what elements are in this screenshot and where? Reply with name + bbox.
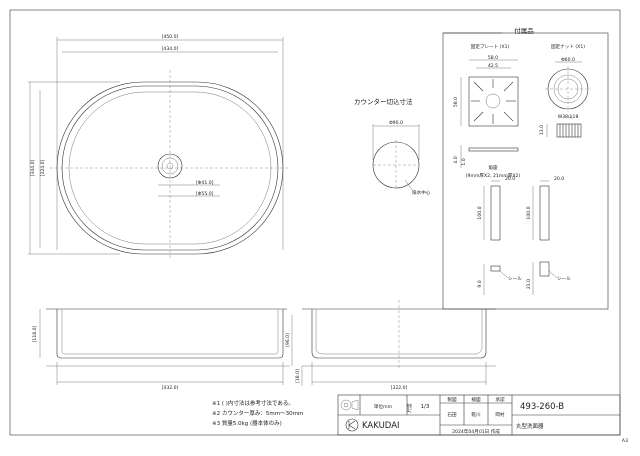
plate-label: 固定プレート (X1) bbox=[471, 43, 510, 50]
seal-label-2: シール bbox=[557, 277, 571, 282]
projection-symbol-icon bbox=[340, 399, 359, 411]
creation-date: 2024年04月01日 作成 bbox=[452, 428, 500, 435]
kakudai-logo-icon bbox=[345, 418, 359, 432]
side-view: [96.0] [18.0] [322.0] bbox=[285, 300, 496, 391]
pad-dim-thick-2: 21.0 bbox=[526, 279, 532, 289]
dim-drain-41: [Φ41.0] bbox=[196, 180, 214, 186]
pad-label: 角座 bbox=[488, 164, 498, 171]
dim-top-width-inner: [434.0] bbox=[162, 46, 179, 52]
counter-cut-diameter: Φ90.0 bbox=[389, 120, 403, 126]
plate-dim-hole: 42.5 bbox=[488, 63, 498, 69]
name-checking: 乾川 bbox=[471, 411, 481, 418]
note-2: ※2 カウンター厚み：5mm～30mm bbox=[212, 409, 303, 417]
pad-dim-thick-1: 9.0 bbox=[477, 280, 483, 287]
nut-dim-diameter: Φ60.0 bbox=[561, 57, 575, 63]
top-view: [450.0] [434.0] [344.0] [324.0] [Φ41.0] … bbox=[28, 34, 290, 260]
dim-top-depth-inner: [324.0] bbox=[40, 159, 46, 176]
accessories-box: 付属品 固定プレート (X1) 58.0 42.5 58.0 4.0 1.0 固… bbox=[442, 26, 609, 310]
scale-value: 1/3 bbox=[421, 404, 430, 410]
dim-side-depth: [96.0] bbox=[285, 333, 291, 347]
brand-name: KAKUDAI bbox=[362, 421, 400, 431]
pad-dim-width-1: 20.0 bbox=[505, 176, 515, 182]
product-name: 丸型洗面器 bbox=[516, 422, 544, 430]
notes: ※1 ( )内寸法は参考寸法である。 ※2 カウンター厚み：5mm～30mm ※… bbox=[212, 399, 303, 427]
dim-front-height: [118.0] bbox=[32, 325, 38, 342]
drawing-frame bbox=[9, 9, 621, 436]
name-drafting: 石田 bbox=[447, 412, 457, 418]
dim-drain-55: [Φ55.0] bbox=[196, 191, 214, 197]
accessories-title: 付属品 bbox=[514, 26, 534, 35]
counter-cut-title: カウンター切込寸法 bbox=[354, 97, 413, 106]
unit-label: 単位mm bbox=[374, 403, 393, 410]
dim-side-width: [322.0] bbox=[391, 385, 408, 391]
dim-top-depth-outer: [344.0] bbox=[30, 159, 36, 176]
pad-dim-height-2: 100.0 bbox=[526, 206, 532, 219]
title-block: 単位mm 尺度 1/3 製図 検図 承認 石田 乾川 岡村 KAKUDAI 20… bbox=[337, 394, 621, 436]
name-approval: 岡村 bbox=[495, 411, 505, 418]
pad-spec: (9mm厚X2, 21mm厚X2) bbox=[466, 173, 521, 179]
counter-cut-view: カウンター切込寸法 Φ90.0 排水中心 bbox=[354, 97, 431, 196]
header-approval: 承認 bbox=[495, 396, 505, 403]
plate-dim-width: 58.0 bbox=[488, 55, 498, 61]
pad-dim-height-1: 100.0 bbox=[477, 206, 483, 219]
dim-side-base: [18.0] bbox=[295, 369, 301, 383]
nut-label: 固定ナット (X1) bbox=[551, 43, 585, 50]
pad-dim-width-2: 20.0 bbox=[554, 176, 564, 182]
ring-dim-1: 4.0 bbox=[453, 156, 459, 163]
dim-front-width: [432.0] bbox=[162, 385, 179, 391]
dim-top-width-outer: [450.0] bbox=[162, 34, 179, 40]
sheet-size: A3 bbox=[622, 438, 628, 444]
product-code: 493-260-B bbox=[520, 402, 564, 412]
note-3: ※3 質量5.0kg (器本体のみ) bbox=[212, 419, 282, 427]
counter-cut-note: 排水中心 bbox=[412, 189, 431, 196]
ring-dim-2: 1.0 bbox=[461, 158, 467, 165]
note-1: ※1 ( )内寸法は参考寸法である。 bbox=[212, 399, 294, 407]
front-view: [118.0] [432.0] bbox=[32, 308, 290, 391]
header-checking: 検図 bbox=[471, 396, 481, 403]
nut-dim-height: 13.0 bbox=[539, 125, 545, 135]
header-drafting: 製図 bbox=[447, 396, 457, 403]
seal-label-1: シール bbox=[508, 277, 522, 282]
scale-label: 尺度 bbox=[406, 403, 413, 413]
plate-dim-height: 58.0 bbox=[453, 97, 459, 107]
nut-dim-thread: W38山18 bbox=[558, 113, 579, 120]
